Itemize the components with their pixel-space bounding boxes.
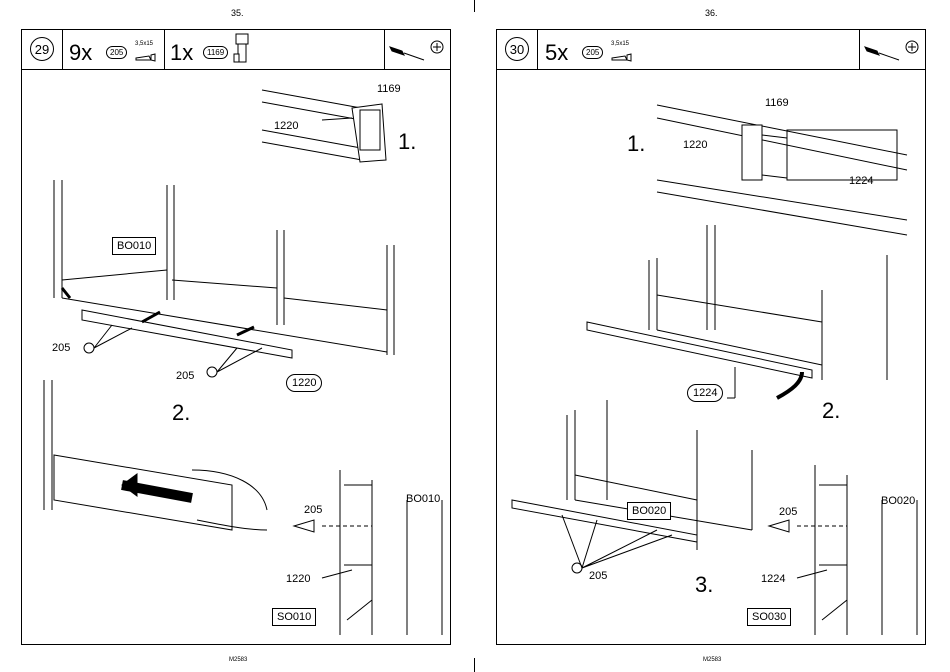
- label-part-1169: 1169: [765, 97, 789, 109]
- detail-side-label: SO010: [272, 608, 316, 626]
- detail-side-label: SO030: [747, 608, 791, 626]
- screw-label: 205: [589, 570, 607, 582]
- substep-label: 2.: [822, 398, 840, 424]
- step-panel-30: 30 5x 205 3,5x15: [496, 29, 926, 645]
- fold-mark-top: [474, 0, 475, 12]
- page-number-left: 35.: [231, 8, 244, 18]
- assembly-illustration: [497, 30, 927, 646]
- label-part-1220: 1220: [683, 139, 707, 151]
- detail-panel-label: BO020: [881, 495, 915, 507]
- substep-label: 1.: [398, 129, 416, 155]
- substep-label: 3.: [695, 572, 713, 598]
- label-part-1224: 1224: [849, 175, 873, 187]
- step-panel-29: 29 9x 205 3,5x15 1x 1169: [21, 29, 451, 645]
- panel-label: BO020: [627, 502, 671, 520]
- detail-screw-label: 205: [779, 506, 797, 518]
- fold-mark-bottom: [474, 658, 475, 672]
- screw-label: 205: [176, 370, 194, 382]
- detail-rail-label: 1220: [286, 573, 310, 585]
- detail-screw-label: 205: [304, 504, 322, 516]
- detail-panel-label: BO010: [406, 493, 440, 505]
- panel-label: BO010: [112, 237, 156, 255]
- detail-rail-label: 1224: [761, 573, 785, 585]
- footer-code-left: M2583: [229, 657, 247, 663]
- rail-label: 1220: [286, 374, 322, 392]
- assembly-illustration: [22, 30, 452, 646]
- footer-code-right: M2583: [703, 657, 721, 663]
- substep-label: 1.: [627, 131, 645, 157]
- screw-label: 205: [52, 342, 70, 354]
- page-number-right: 36.: [705, 8, 718, 18]
- label-part-1220: 1220: [274, 120, 298, 132]
- substep-label: 2.: [172, 400, 190, 426]
- rail-label: 1224: [687, 384, 723, 402]
- label-part-1169: 1169: [377, 83, 401, 95]
